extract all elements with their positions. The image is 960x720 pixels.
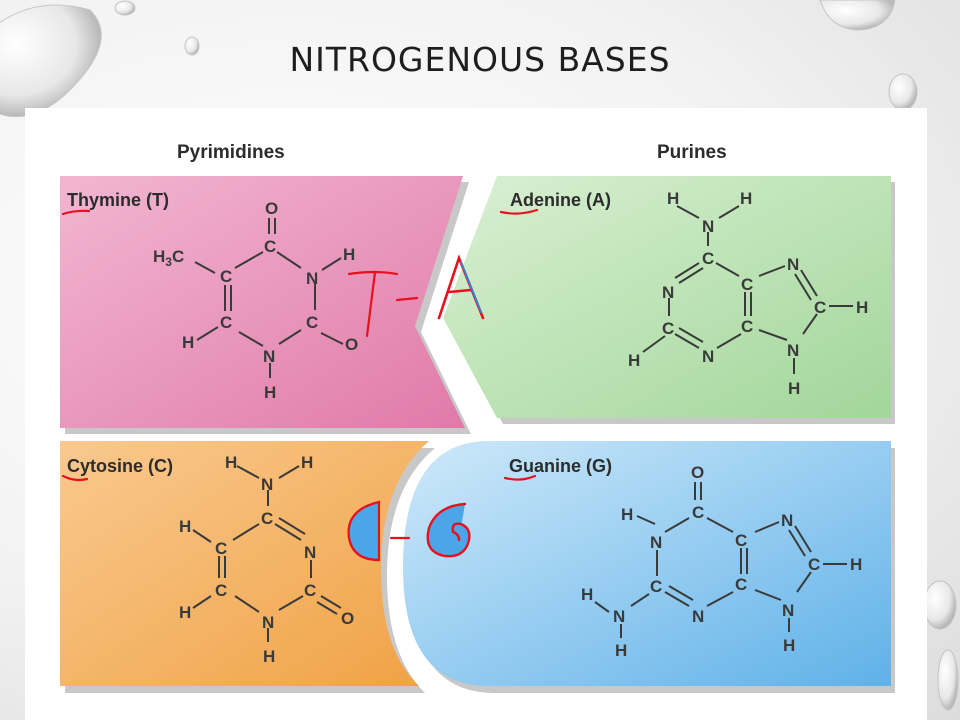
handwritten-C-shape bbox=[347, 500, 381, 562]
svg-text:N: N bbox=[263, 347, 275, 366]
svg-text:N: N bbox=[702, 347, 714, 366]
adenine-atoms: H H N C N C H N C C N C H N H bbox=[628, 189, 868, 398]
cytosine-atoms: H H N C N C O N H C C H H bbox=[179, 453, 354, 666]
svg-text:H: H bbox=[628, 351, 640, 370]
svg-text:N: N bbox=[782, 601, 794, 620]
svg-text:N: N bbox=[262, 613, 274, 632]
svg-text:H: H bbox=[621, 505, 633, 524]
svg-text:N: N bbox=[306, 269, 318, 288]
handwritten-annotations bbox=[61, 208, 539, 562]
guanine-atoms: O C N H C N H H N C C N C H N H bbox=[581, 463, 862, 660]
svg-text:C: C bbox=[215, 581, 227, 600]
handwritten-A-accent bbox=[460, 261, 482, 313]
svg-text:H: H bbox=[667, 189, 679, 208]
svg-text:C: C bbox=[741, 317, 753, 336]
thymine-atoms: O C N H C C C O N H H H3C bbox=[153, 199, 358, 402]
svg-text:C: C bbox=[304, 581, 316, 600]
svg-text:H: H bbox=[581, 585, 593, 604]
svg-text:H: H bbox=[301, 453, 313, 472]
svg-text:C: C bbox=[735, 575, 747, 594]
bases-diagram: Pyrimidines Purines Thymine (T) Adenine … bbox=[60, 142, 895, 693]
handwritten-T bbox=[347, 270, 399, 338]
svg-text:O: O bbox=[691, 463, 704, 482]
svg-text:N: N bbox=[613, 607, 625, 626]
water-drop bbox=[819, 0, 896, 31]
water-drop bbox=[937, 649, 959, 711]
guanine-panel bbox=[403, 441, 891, 686]
svg-text:H: H bbox=[343, 245, 355, 264]
base-name-thymine: Thymine (T) bbox=[67, 190, 169, 210]
underline-cytosine bbox=[61, 474, 89, 482]
svg-text:C: C bbox=[261, 509, 273, 528]
base-name-guanine: Guanine (G) bbox=[509, 456, 612, 476]
svg-text:C: C bbox=[662, 319, 674, 338]
cytosine-panel bbox=[60, 441, 429, 686]
underline-guanine bbox=[503, 474, 537, 481]
thymine-panel bbox=[60, 176, 465, 428]
underline-thymine bbox=[61, 209, 91, 216]
base-name-cytosine: Cytosine (C) bbox=[67, 456, 173, 476]
svg-text:H: H bbox=[263, 647, 275, 666]
svg-text:H: H bbox=[179, 517, 191, 536]
svg-text:C: C bbox=[808, 555, 820, 574]
svg-text:N: N bbox=[787, 255, 799, 274]
header-pyrimidines: Pyrimidines bbox=[177, 142, 285, 163]
slide-title: NITROGENOUS BASES bbox=[289, 40, 671, 79]
handwritten-G-shape bbox=[426, 502, 471, 558]
svg-text:H: H bbox=[182, 333, 194, 352]
svg-text:C: C bbox=[306, 313, 318, 332]
adenine-structure bbox=[642, 205, 853, 374]
svg-text:C: C bbox=[650, 577, 662, 596]
bases-figure: Pyrimidines Purines Thymine (T) Adenine … bbox=[25, 108, 927, 720]
svg-text:C: C bbox=[692, 503, 704, 522]
svg-text:H: H bbox=[179, 603, 191, 622]
thymine-structure bbox=[194, 218, 344, 378]
header-purines: Purines bbox=[657, 142, 727, 163]
svg-text:C: C bbox=[220, 313, 232, 332]
svg-text:N: N bbox=[261, 475, 273, 494]
svg-text:C: C bbox=[735, 531, 747, 550]
svg-text:N: N bbox=[304, 543, 316, 562]
svg-text:C: C bbox=[220, 267, 232, 286]
svg-text:C: C bbox=[264, 237, 276, 256]
svg-text:O: O bbox=[341, 609, 354, 628]
svg-text:H: H bbox=[740, 189, 752, 208]
svg-text:H: H bbox=[850, 555, 862, 574]
cytosine-structure bbox=[192, 465, 342, 642]
svg-text:N: N bbox=[702, 217, 714, 236]
base-name-adenine: Adenine (A) bbox=[510, 190, 611, 210]
water-drop bbox=[114, 0, 136, 16]
water-drop bbox=[184, 36, 200, 56]
svg-text:H: H bbox=[783, 636, 795, 655]
svg-text:H: H bbox=[615, 641, 627, 660]
methyl-group: H3C bbox=[153, 247, 184, 269]
svg-text:H: H bbox=[856, 298, 868, 317]
handwritten-dash-TA bbox=[395, 296, 419, 302]
svg-text:N: N bbox=[662, 283, 674, 302]
adenine-panel bbox=[443, 176, 891, 418]
svg-text:C: C bbox=[814, 298, 826, 317]
svg-text:N: N bbox=[787, 341, 799, 360]
underline-adenine bbox=[499, 208, 539, 215]
svg-text:C: C bbox=[215, 539, 227, 558]
svg-text:N: N bbox=[650, 533, 662, 552]
svg-text:C: C bbox=[702, 249, 714, 268]
svg-text:C: C bbox=[741, 275, 753, 294]
svg-text:H: H bbox=[225, 453, 237, 472]
svg-text:N: N bbox=[692, 607, 704, 626]
svg-text:H: H bbox=[264, 383, 276, 402]
svg-text:H: H bbox=[788, 379, 800, 398]
svg-text:O: O bbox=[265, 199, 278, 218]
water-drop bbox=[923, 580, 957, 630]
svg-text:O: O bbox=[345, 335, 358, 354]
water-drop bbox=[888, 73, 918, 111]
guanine-structure bbox=[594, 482, 847, 638]
svg-text:N: N bbox=[781, 511, 793, 530]
